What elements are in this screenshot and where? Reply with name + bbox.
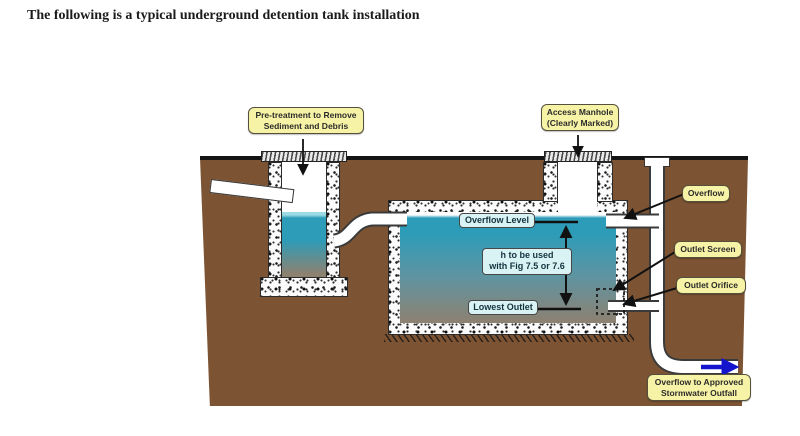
overflow-label: Overflow (682, 185, 730, 202)
page-title: The following is a typical underground d… (27, 8, 420, 23)
overflow-riser-cap (644, 157, 670, 167)
pretreatment-label: Pre-treatment to Remove Sediment and Deb… (248, 107, 364, 135)
ground-surface-line (200, 156, 748, 160)
access-manhole-label: Access Manhole (Clearly Marked) (541, 104, 619, 132)
h-dimension-label: h to be used with Fig 7.5 or 7.6 (482, 248, 572, 275)
pretreatment-wall-right (326, 162, 340, 278)
outfall-label: Overflow to Approved Stormwater Outfall (647, 374, 751, 402)
tank-bedding-hatch (384, 334, 634, 342)
pretreatment-inlet-grate (261, 151, 347, 162)
outlet-screen-label: Outlet Screen (674, 241, 742, 258)
pretreatment-chamber-water (282, 162, 326, 278)
overflow-level-label: Overflow Level (459, 213, 535, 229)
pretreatment-wall-left (268, 162, 282, 278)
lowest-outlet-label: Lowest Outlet (468, 300, 538, 316)
manhole-cover (544, 151, 612, 162)
manhole-shaft-interior (558, 162, 597, 214)
outlet-orifice-label: Outlet Orifice (676, 277, 746, 294)
manhole-shaft-wall-left (543, 162, 558, 202)
manhole-shaft-wall-right (597, 162, 613, 202)
pretreatment-base-slab (260, 277, 348, 297)
